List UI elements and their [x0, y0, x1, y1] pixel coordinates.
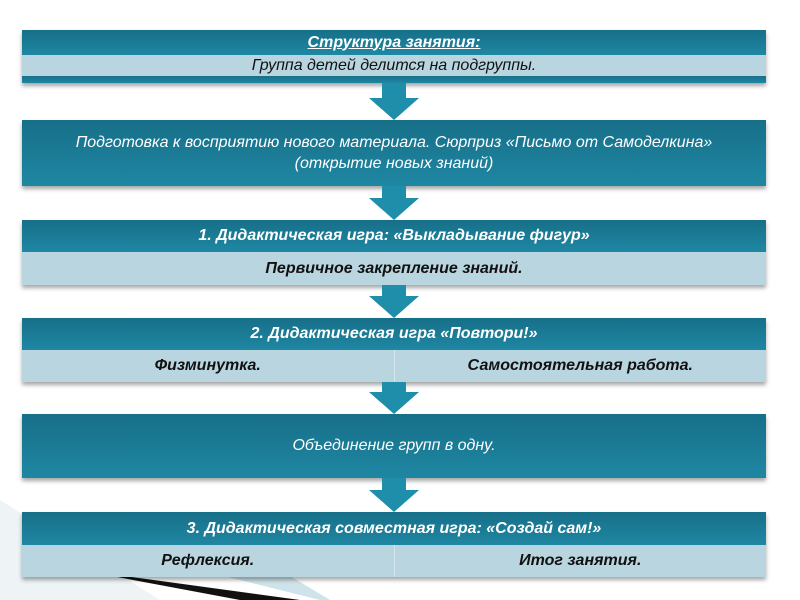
block-title: 2. Дидактическая игра «Повтори!» [22, 318, 766, 350]
arrow-down-icon [369, 382, 419, 414]
arrow-down-icon [369, 478, 419, 512]
block-game-3: 3. Дидактическая совместная игра: «Созда… [22, 512, 766, 577]
block-subtitle: Группа детей делится на подгруппы. [22, 55, 766, 76]
block-subtitle: Первичное закрепление знаний. [22, 252, 766, 285]
block-bottom-strip [22, 76, 766, 83]
arrow-down-icon [369, 186, 419, 220]
arrow-down-icon [369, 83, 419, 120]
cell-right: Итог занятия. [393, 545, 766, 577]
block-game-1: 1. Дидактическая игра: «Выкладывание фиг… [22, 220, 766, 285]
block-preparation: Подготовка к восприятию нового материала… [22, 120, 766, 186]
block-title: 1. Дидактическая игра: «Выкладывание фиг… [22, 220, 766, 252]
block-title: Подготовка к восприятию нового материала… [22, 120, 766, 186]
block-title: 3. Дидактическая совместная игра: «Созда… [22, 512, 766, 545]
block-merge: Объединение групп в одну. [22, 414, 766, 478]
cell-right: Самостоятельная работа. [393, 350, 766, 382]
block-title: Объединение групп в одну. [22, 414, 766, 478]
cell-left: Физминутка. [22, 350, 394, 382]
arrow-down-icon [369, 285, 419, 318]
block-title: Структура занятия: [22, 30, 766, 55]
cell-left: Рефлексия. [22, 545, 394, 577]
block-structure: Структура занятия: Группа детей делится … [22, 30, 766, 83]
block-game-2: 2. Дидактическая игра «Повтори!» Физмину… [22, 318, 766, 382]
